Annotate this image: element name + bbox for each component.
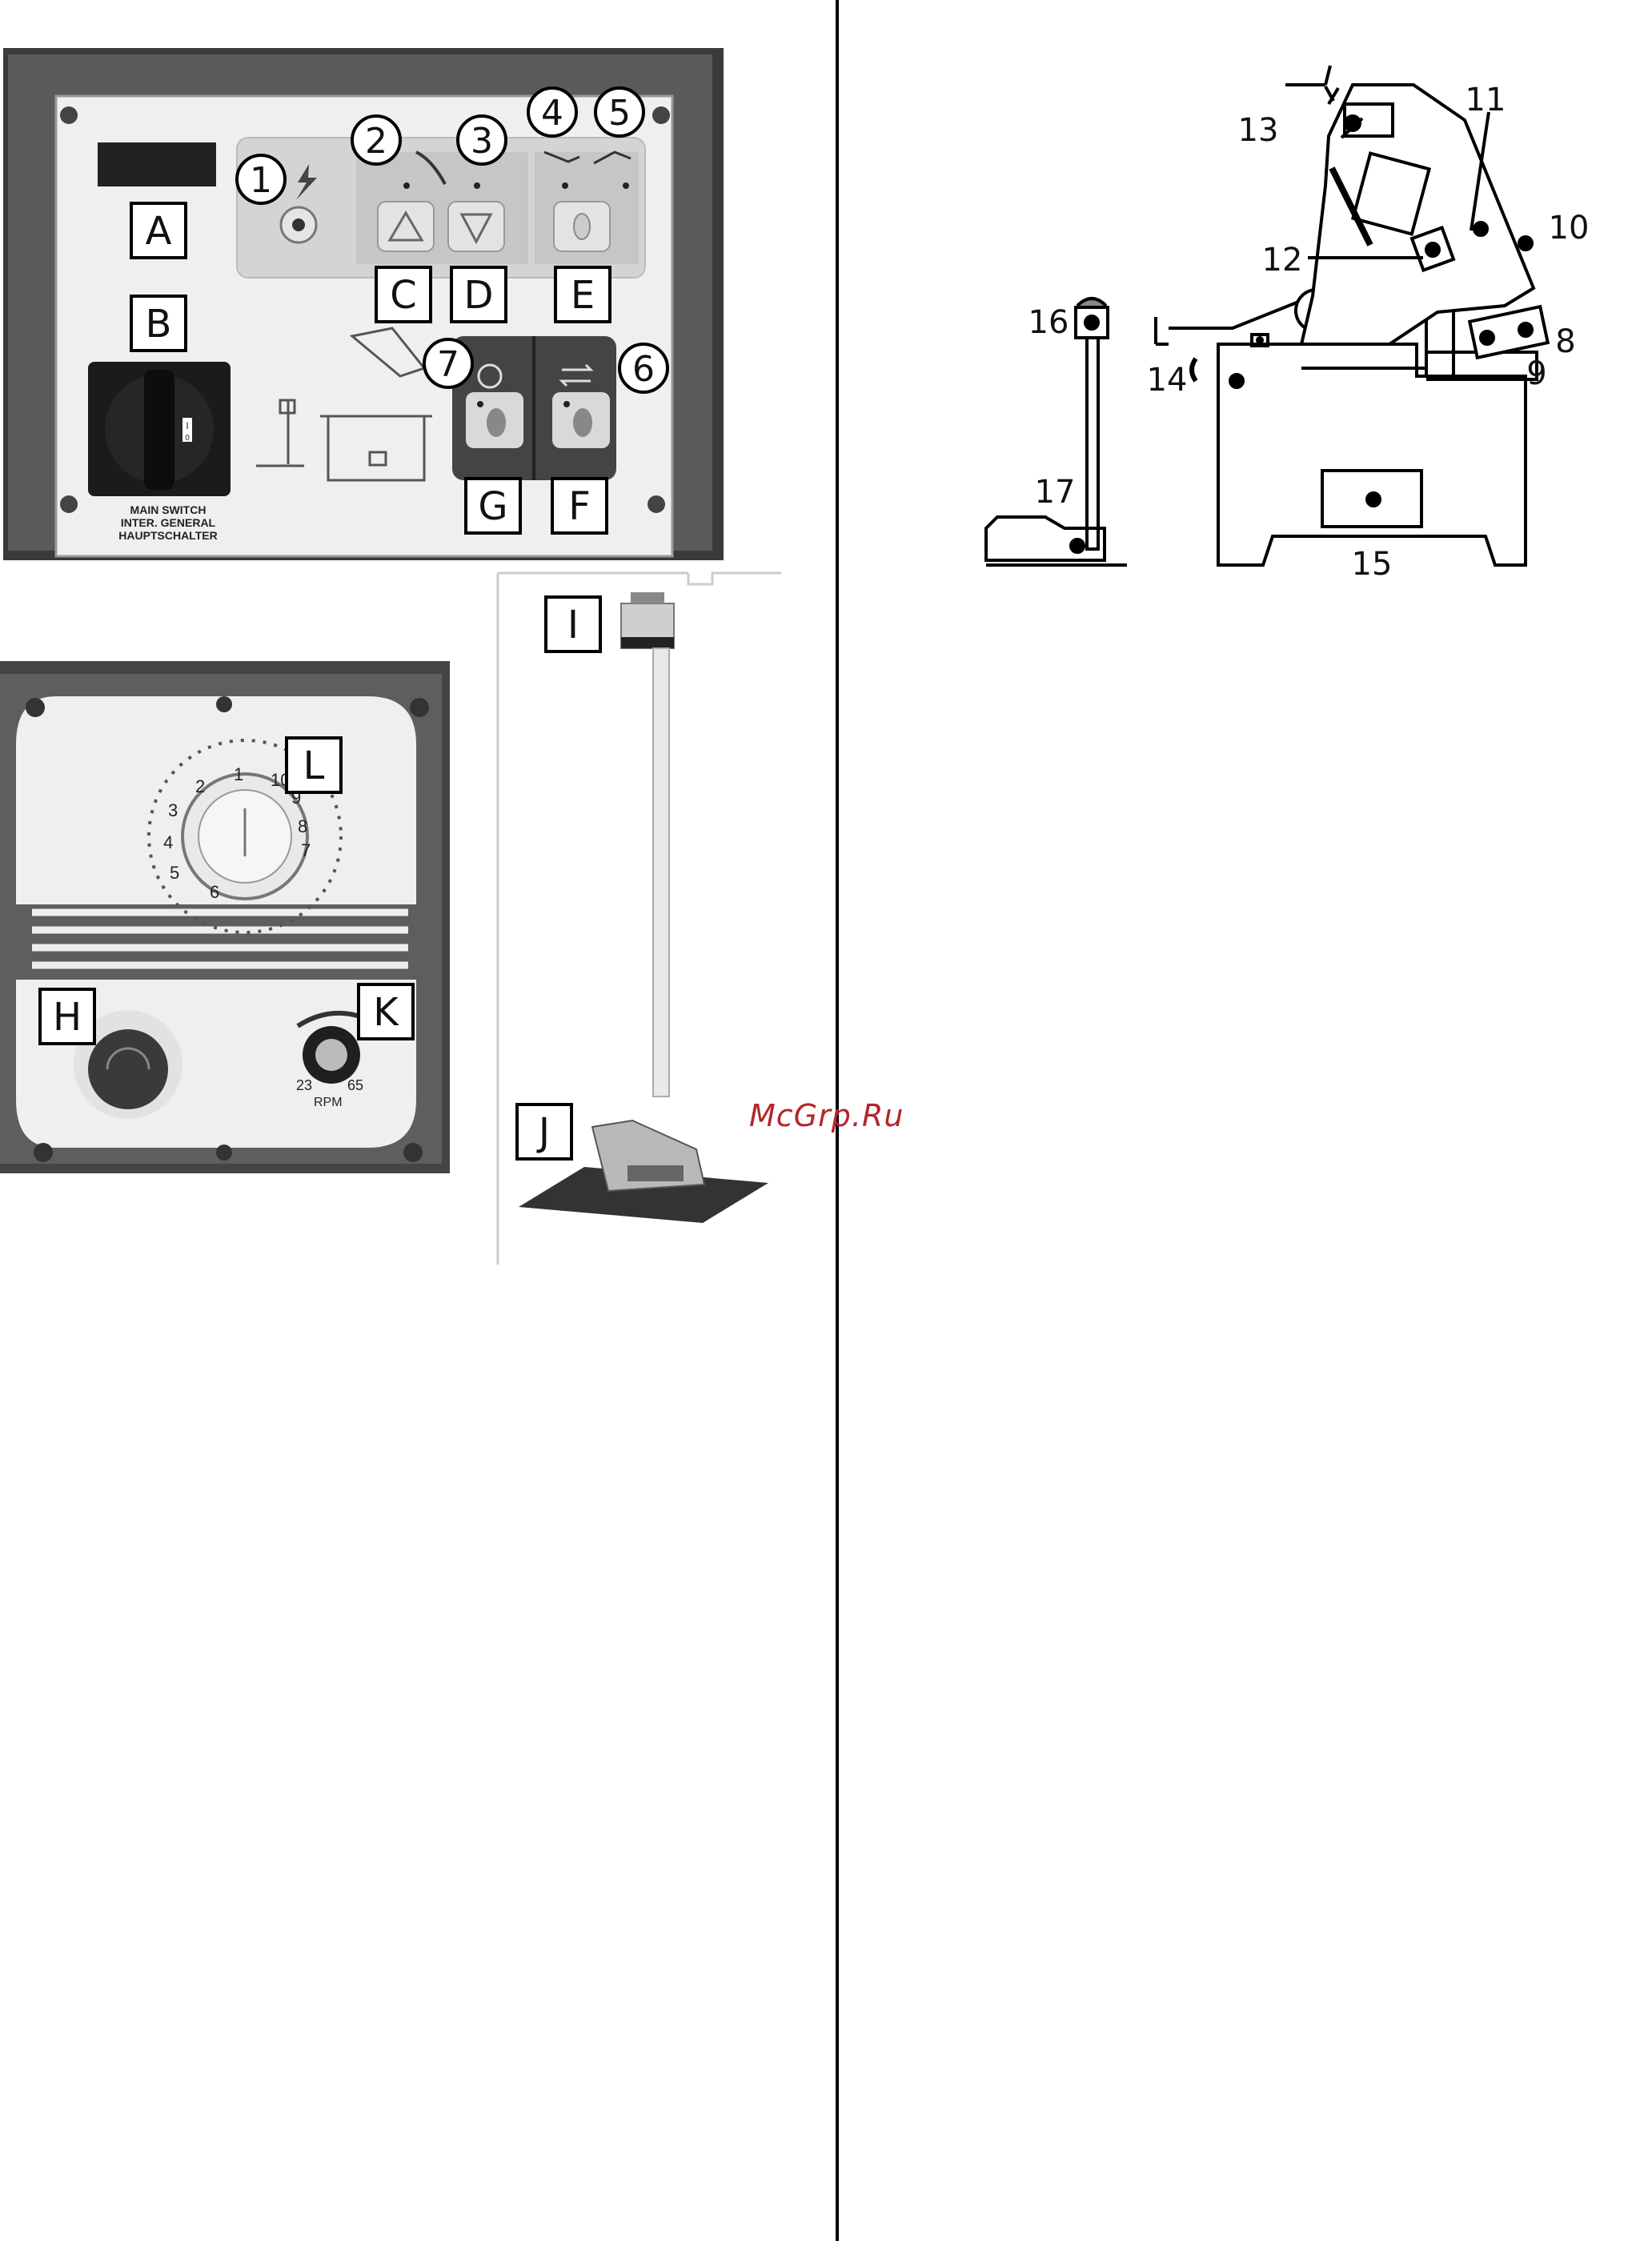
- watermark: McGrp.Ru: [749, 1098, 904, 1133]
- display-window: [98, 142, 216, 186]
- emergency-stop-button[interactable]: [88, 1029, 168, 1109]
- label-b: B: [146, 302, 172, 347]
- screw-icon: [60, 106, 78, 124]
- callout-7: 7: [437, 344, 459, 385]
- svg-text:6: 6: [210, 882, 219, 902]
- callout-3: 3: [471, 121, 493, 162]
- callout-1: 1: [250, 160, 272, 201]
- callout-17: 17: [1035, 474, 1076, 511]
- screw-icon: [652, 106, 670, 124]
- svg-text:65: 65: [347, 1077, 363, 1093]
- label-j: J: [536, 1110, 550, 1155]
- up-button[interactable]: [378, 202, 434, 251]
- screw-icon: [34, 1143, 53, 1162]
- svg-text:23: 23: [296, 1077, 312, 1093]
- label-l: L: [303, 744, 325, 788]
- callout-11: 11: [1466, 82, 1506, 118]
- stand-pole: [653, 648, 669, 1096]
- label-i: I: [567, 603, 579, 647]
- screw-icon: [410, 698, 429, 717]
- svg-text:5: 5: [170, 863, 179, 883]
- screw-icon: [26, 698, 45, 717]
- callout-2: 2: [365, 121, 387, 162]
- screw-icon: [648, 495, 665, 513]
- screw-icon: [60, 495, 78, 513]
- svg-text:MAIN SWITCH: MAIN SWITCH: [130, 503, 206, 516]
- callout-8: 8: [1555, 323, 1575, 360]
- stop-button-icon[interactable]: [631, 592, 664, 603]
- label-g: G: [478, 484, 507, 529]
- label-a: A: [146, 209, 172, 254]
- callout-10: 10: [1549, 210, 1590, 247]
- svg-text:INTER. GENERAL: INTER. GENERAL: [121, 516, 216, 529]
- svg-text:HAUPTSCHALTER: HAUPTSCHALTER: [118, 529, 217, 542]
- svg-text:2: 2: [195, 776, 205, 796]
- label-k: K: [373, 990, 399, 1035]
- callout-9: 9: [1526, 355, 1546, 392]
- control-panel-bottom: 1 10 2 9 3 4 5 6 7 8 23 65 RPM: [0, 661, 450, 1173]
- svg-text:7: 7: [301, 840, 311, 860]
- label-e: E: [571, 273, 595, 318]
- callout-5: 5: [608, 93, 631, 134]
- screw-icon: [403, 1143, 423, 1162]
- svg-text:3: 3: [168, 800, 178, 820]
- svg-text:RPM: RPM: [314, 1096, 343, 1109]
- label-c: C: [390, 273, 417, 318]
- callout-4: 4: [541, 93, 563, 134]
- callout-13: 13: [1238, 112, 1279, 149]
- label-f: F: [568, 484, 591, 529]
- pedal-stand: [498, 573, 781, 1265]
- callout-14: 14: [1147, 362, 1188, 399]
- svg-text:8: 8: [298, 816, 307, 836]
- svg-text:4: 4: [163, 832, 173, 852]
- pedal-labels: I J: [517, 597, 600, 1159]
- callout-12: 12: [1262, 242, 1303, 279]
- label-d: D: [464, 273, 494, 318]
- svg-text:1: 1: [234, 764, 243, 784]
- callout-6: 6: [632, 349, 655, 390]
- label-h: H: [53, 995, 82, 1040]
- screw-icon: [216, 696, 232, 712]
- callout-15: 15: [1352, 546, 1393, 583]
- screw-icon: [216, 1145, 232, 1161]
- svg-text:I: I: [186, 420, 188, 431]
- svg-text:0: 0: [185, 434, 190, 443]
- callout-16: 16: [1028, 304, 1069, 341]
